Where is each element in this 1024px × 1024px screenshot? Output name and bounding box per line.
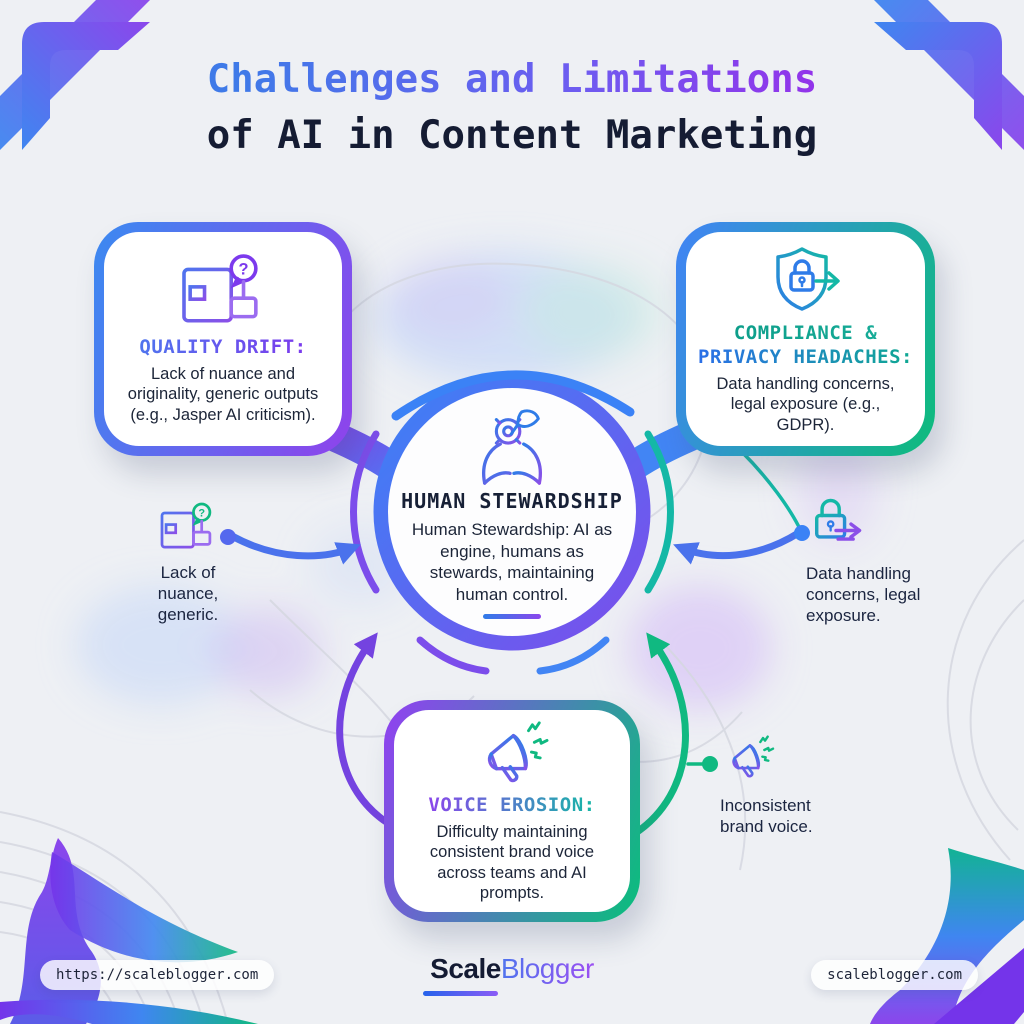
center-node-accent-bar xyxy=(483,614,541,619)
megaphone-icon xyxy=(732,735,775,778)
card-voice-body: Difficulty maintaining consistent brand … xyxy=(429,822,595,903)
hands-gear-feather-icon xyxy=(479,409,545,487)
corner-ribbon-top-left xyxy=(0,0,150,150)
corner-ribbon-top-right xyxy=(874,0,1024,150)
arrow-left-to-center xyxy=(228,532,361,565)
brand-logo-light: Blogger xyxy=(500,953,595,984)
callout-right-text: Data handling concerns, legal exposure. xyxy=(806,564,921,625)
page-title: Challenges and Limitations of AI in Cont… xyxy=(0,56,1024,160)
shield-lock-arrow-icon xyxy=(775,247,840,311)
arrow-right-to-center xyxy=(673,528,804,565)
svg-text:?: ? xyxy=(198,507,205,519)
flow-arrows xyxy=(228,528,804,838)
title-line2: of AI in Content Marketing xyxy=(206,113,818,158)
svg-text:?: ? xyxy=(239,260,249,278)
card-quality-heading: QUALITY DRIFT: xyxy=(139,335,307,358)
brand-logo-bold: Scale xyxy=(430,953,501,984)
callout-right: Data handling concerns, legal exposure. xyxy=(806,496,976,626)
padlock-arrow-icon xyxy=(815,498,862,541)
url-badge-left: https://scaleblogger.com xyxy=(40,960,275,990)
megaphone-icon xyxy=(487,720,549,782)
callout-left: ? Lack of nuance, generic. xyxy=(128,502,248,625)
callout-bottom-right: Inconsistent brand voice. xyxy=(720,734,870,837)
card-quality-drift: ? QUALITY DRIFT: Lack of nuance and orig… xyxy=(94,222,352,456)
brand-logo: ScaleBlogger xyxy=(0,952,1024,991)
decorative-arcs xyxy=(350,370,803,675)
arrow-bottomright-to-center xyxy=(630,632,689,838)
center-ring xyxy=(373,373,651,651)
document-question-icon: ? xyxy=(182,254,258,323)
url-badge-right: scaleblogger.com xyxy=(811,960,978,990)
card-quality-body: Lack of nuance and originality, generic … xyxy=(127,364,319,424)
card-voice-erosion: VOICE EROSION: Difficulty maintaining co… xyxy=(384,700,640,922)
card-compliance-privacy: COMPLIANCE & PRIVACY HEADACHES: Data han… xyxy=(676,222,935,456)
document-question-icon: ? xyxy=(160,502,212,549)
card-compliance-body: Data handling concerns, legal exposure (… xyxy=(716,374,895,434)
center-node-heading: HUMAN STEWARDSHIP xyxy=(401,489,623,513)
center-node-body: Human Stewardship: AI as engine, humans … xyxy=(411,520,613,604)
card-compliance-heading: COMPLIANCE & PRIVACY HEADACHES: xyxy=(698,321,913,368)
arrow-bottomleft-to-center xyxy=(336,632,400,832)
center-node-human-stewardship: HUMAN STEWARDSHIP Human Stewardship: AI … xyxy=(388,388,636,636)
callout-bottom-right-text: Inconsistent brand voice. xyxy=(720,796,813,836)
brand-logo-underline xyxy=(423,991,498,996)
title-line1: Challenges and Limitations xyxy=(206,57,818,102)
callout-left-text: Lack of nuance, generic. xyxy=(157,563,219,624)
card-voice-heading: VOICE EROSION: xyxy=(428,793,596,816)
corner-ribbon-bottom-right xyxy=(870,848,1024,1024)
connector-dots xyxy=(220,525,810,772)
